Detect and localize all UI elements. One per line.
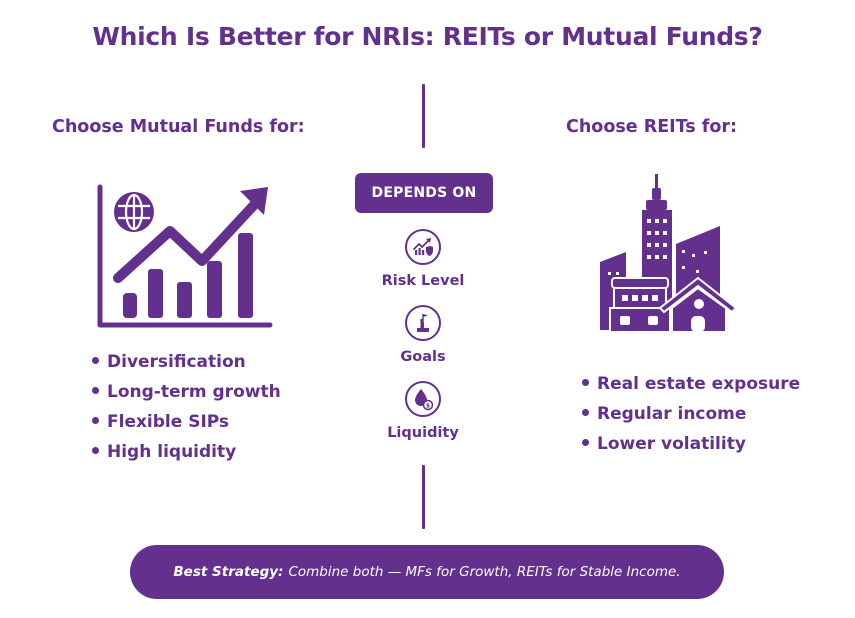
page-title: Which Is Better for NRIs: REITs or Mutua…	[92, 22, 763, 51]
factor-label: Goals	[400, 349, 446, 365]
factor-goals: Goals	[358, 305, 488, 365]
depends-on-badge: DEPENDS ON	[355, 173, 493, 213]
factor-liquidity: $ Liquidity	[358, 381, 488, 441]
mutual-funds-heading: Choose Mutual Funds for:	[52, 117, 305, 137]
list-item: Real estate exposure	[582, 369, 800, 399]
bullet-icon	[92, 386, 99, 394]
svg-text:$: $	[426, 403, 430, 410]
list-item: Lower volatility	[582, 429, 800, 459]
reits-heading: Choose REITs for:	[566, 117, 738, 137]
risk-chart-shield-icon	[405, 229, 441, 265]
list-item: Diversification	[92, 347, 281, 377]
bullet-icon	[92, 446, 99, 454]
mutual-funds-benefits-list: Diversification Long-term growth Flexibl…	[92, 347, 281, 467]
bullet-icon	[92, 356, 99, 364]
list-item: Regular income	[582, 399, 800, 429]
strategy-text: Combine both — MFs for Growth, REITs for…	[288, 564, 681, 580]
bullet-icon	[582, 378, 589, 386]
list-item: Long-term growth	[92, 377, 281, 407]
divider-top	[422, 84, 425, 148]
list-item: High liquidity	[92, 437, 281, 467]
best-strategy-banner: Best Strategy: Combine both — MFs for Gr…	[130, 545, 724, 599]
divider-bottom	[422, 465, 425, 529]
factor-label: Liquidity	[387, 425, 459, 441]
strategy-label: Best Strategy:	[173, 564, 284, 580]
goal-flag-podium-icon	[405, 305, 441, 341]
bullet-icon	[92, 416, 99, 424]
bullet-icon	[582, 438, 589, 446]
reits-benefits-list: Real estate exposure Regular income Lowe…	[582, 369, 800, 459]
liquidity-drop-coin-icon: $	[405, 381, 441, 417]
bullet-icon	[582, 408, 589, 416]
city-buildings-house-icon	[596, 174, 756, 334]
factor-risk-level: Risk Level	[358, 229, 488, 289]
factor-label: Risk Level	[381, 273, 465, 289]
list-item: Flexible SIPs	[92, 407, 281, 437]
growth-chart-globe-icon	[94, 183, 274, 331]
